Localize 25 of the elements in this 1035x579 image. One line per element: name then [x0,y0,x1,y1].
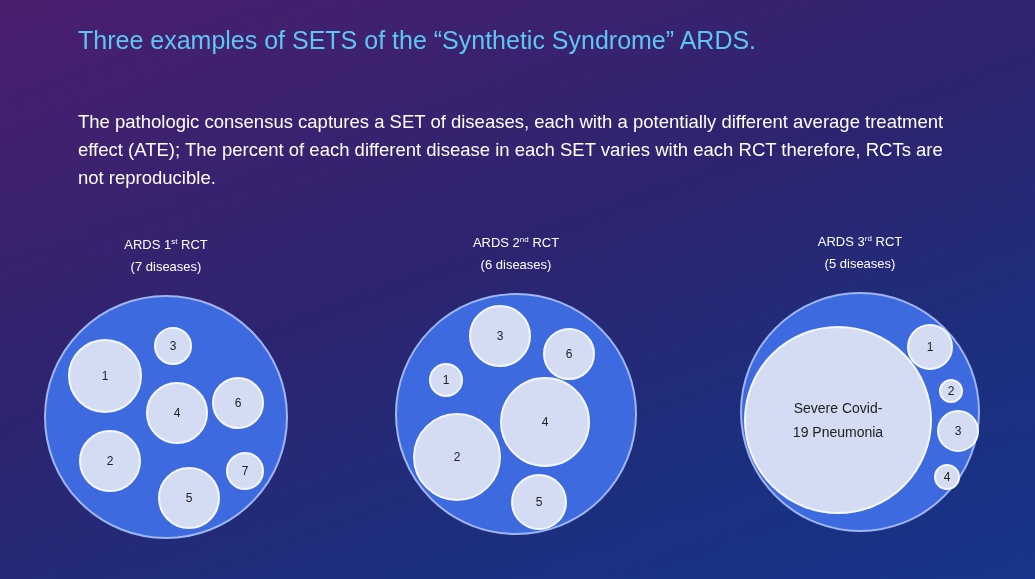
slide-title: Three examples of SETS of the “Synthetic Syndrome” ARDS. [78,26,757,55]
set-subheading: (7 diseases) [129,259,203,274]
disease-circle: 2 [79,430,141,492]
disease-circle: 3 [937,410,979,452]
disease-circle: 4 [146,382,208,444]
disease-circle: 4 [934,464,960,490]
disease-circle: 6 [212,377,264,429]
disease-circle: 2 [413,413,501,501]
disease-circle: 6 [543,328,595,380]
set-heading: ARDS 1$^{st}$ RCT [123,237,209,253]
disease-circle: 7 [226,452,264,490]
disease-circle: 1 [429,363,463,397]
set-subheading: (5 diseases) [823,256,897,271]
disease-circle: 2 [939,379,963,403]
set-heading: ARDS 2$^{nd}$ RCT [471,235,561,251]
disease-circle: 1 [68,339,142,413]
set-subheading: (6 diseases) [479,257,553,272]
disease-circle: 5 [511,474,567,530]
disease-circle: 3 [469,305,531,367]
set-heading: ARDS 3$^{rd}$ RCT [816,234,904,250]
disease-circle: 3 [154,327,192,365]
body-paragraph: The pathologic consensus captures a SET of diseases, each with a potentially different average treatment effect (ATE); The percent of each different disease in each SET varies with each RCT therefore, RCTs are not reproducible. [78,110,945,190]
disease-circle: 4 [500,377,590,467]
disease-circle: 1 [907,324,953,370]
disease-circle: 5 [158,467,220,529]
